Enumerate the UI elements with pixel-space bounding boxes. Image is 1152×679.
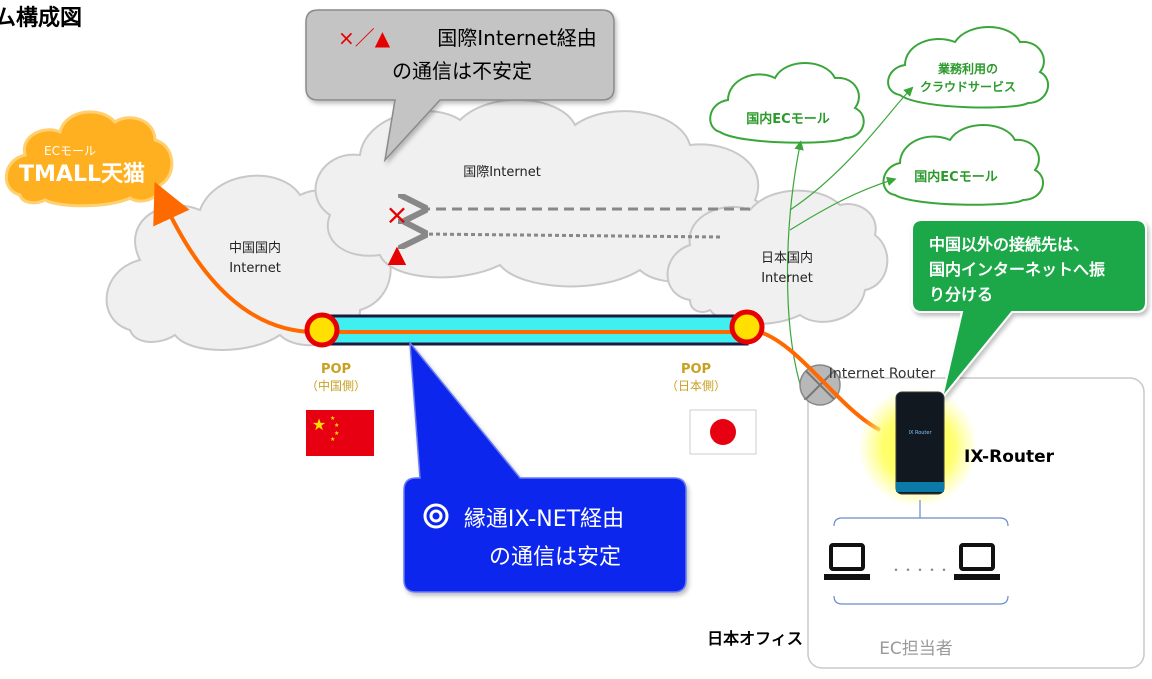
pop-japan-name: POP (681, 362, 711, 377)
internet-cloud-group (105, 98, 889, 351)
internet-router-label: Internet Router (829, 366, 936, 382)
routing-line1: 中国以外の接続先は、 (929, 235, 1089, 254)
stable-symbol-icon (423, 503, 449, 529)
warn-mark: ▲ (388, 240, 407, 268)
ix-router-device-label: IX Router (908, 430, 932, 436)
business-cloud-line1: 業務利用の (937, 61, 998, 76)
unstable-line1: 国際Internet経由 (437, 26, 596, 50)
office-name: 日本オフィス (707, 629, 803, 648)
ec-mall-cloud-1 (709, 62, 865, 144)
japan-flag-icon (689, 409, 757, 455)
laptop-icon-2 (954, 543, 1000, 580)
china-cloud-line1: 中国国内 (229, 240, 281, 256)
stable-line2: の通信は安定 (489, 545, 621, 570)
international-label: 国際Internet (463, 165, 541, 180)
pop-china-name: POP (321, 362, 351, 377)
ix-router-icon: IX Router (858, 387, 978, 507)
page-title: ム構成図 (0, 6, 83, 31)
fail-mark: × (385, 198, 408, 231)
svg-text:★: ★ (330, 436, 335, 443)
dotted-arrow-warn (422, 234, 721, 237)
green-clouds (709, 26, 1050, 206)
svg-text:★: ★ (334, 430, 339, 437)
pop-japan-node (729, 309, 765, 345)
ec-staff-label: EC担当者 (879, 639, 953, 659)
link-ec-mall-2 (789, 176, 897, 231)
pop-japan-side: （日本側） (666, 379, 726, 393)
ec-mall-2-label: 国内ECモール (914, 169, 997, 185)
tmall-label: ECモール (44, 144, 96, 158)
routing-line2: 国内インターネットへ振 (929, 260, 1105, 279)
pop-china-node (304, 312, 340, 348)
china-cloud-line2: Internet (229, 261, 281, 276)
laptop-dots: ・・・・・ (890, 563, 950, 577)
stable-line1: 縁通IX-NET経由 (464, 507, 624, 532)
laptop-icon-1 (824, 543, 870, 580)
office-network-bracket (833, 500, 1009, 605)
tmall-cloud (4, 110, 174, 208)
green-links (786, 86, 914, 401)
ec-mall-1-label: 国内ECモール (746, 111, 829, 127)
business-cloud (887, 26, 1050, 109)
routing-line3: り分ける (929, 285, 993, 304)
ec-mall-cloud-2 (882, 124, 1045, 206)
svg-text:★: ★ (312, 415, 326, 434)
unstable-line2: の通信は不安定 (392, 59, 532, 83)
routing-callout (911, 219, 1147, 399)
japan-cloud-line2: Internet (761, 271, 813, 286)
svg-text:★: ★ (330, 415, 335, 422)
tmall-brand: TMALL天猫 (19, 162, 145, 187)
unstable-callout (305, 9, 615, 163)
link-business (789, 86, 914, 211)
office-box (807, 377, 1145, 669)
link-ec-mall-1 (786, 140, 806, 401)
internet-router-icon (799, 364, 841, 406)
svg-text:★: ★ (334, 422, 339, 429)
japan-cloud-line1: 日本国内 (761, 250, 813, 266)
pop-china-side: （中国側） (306, 378, 366, 393)
china-flag-icon: ★ ★ ★ ★ ★ (306, 410, 374, 456)
ix-router-label: IX-Router (964, 447, 1055, 467)
business-cloud-line2: クラウドサービス (920, 79, 1016, 94)
stable-callout (403, 340, 687, 593)
unstable-symbols: ×／▲ (338, 26, 391, 50)
